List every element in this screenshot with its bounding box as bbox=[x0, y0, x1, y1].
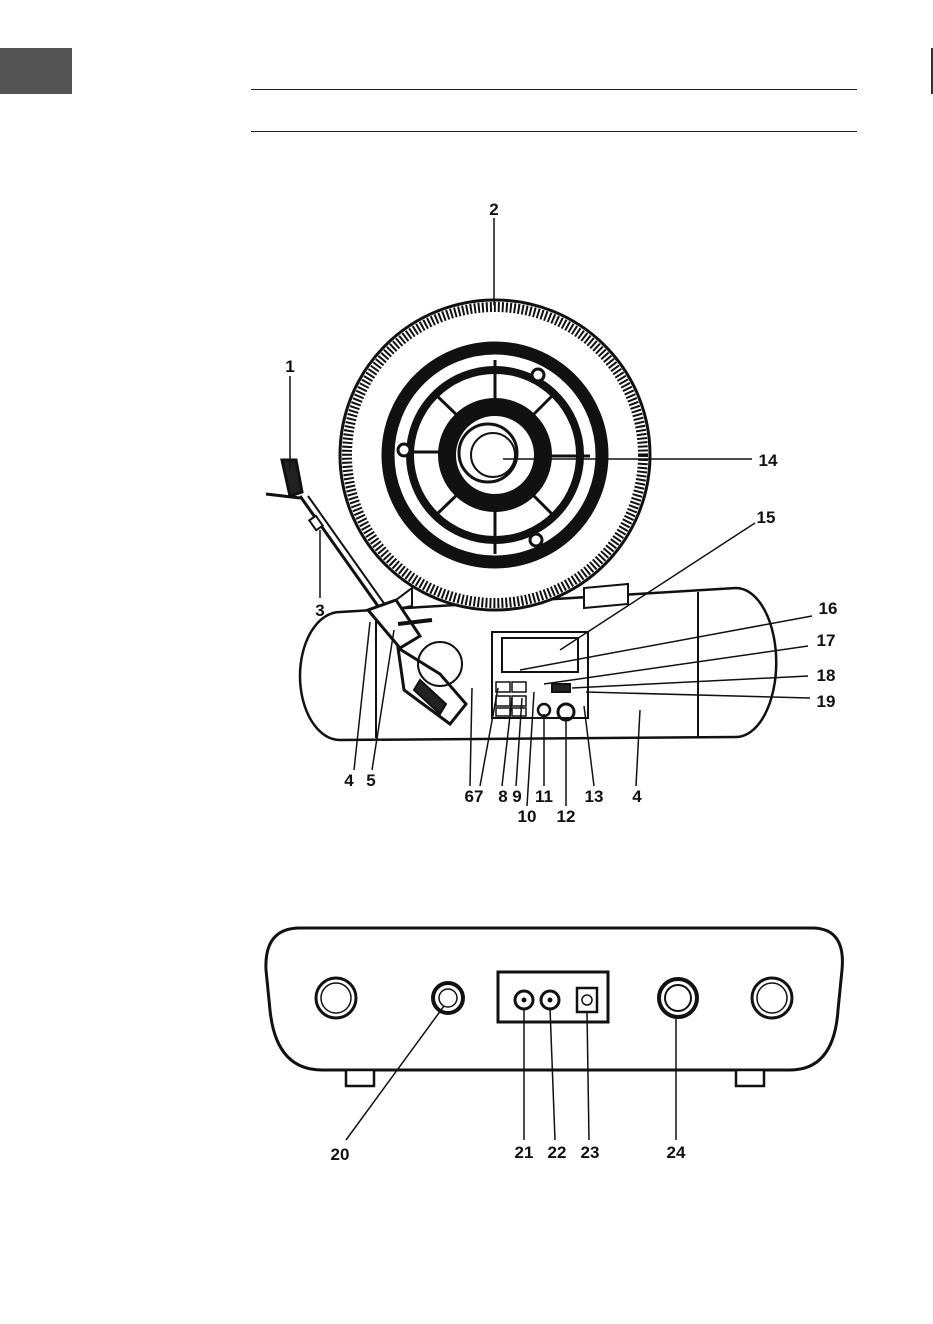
callout-14: 14 bbox=[759, 451, 778, 470]
callout-67: 67 bbox=[465, 787, 484, 806]
callout-19: 19 bbox=[817, 692, 836, 711]
callout-24: 24 bbox=[667, 1143, 686, 1162]
callout-15: 15 bbox=[757, 508, 776, 527]
platter bbox=[340, 300, 650, 610]
callout-13: 13 bbox=[585, 787, 604, 806]
callout-4-left: 4 bbox=[344, 771, 354, 790]
right-foot bbox=[736, 1070, 764, 1086]
callout-8: 8 bbox=[498, 787, 507, 806]
callout-23: 23 bbox=[581, 1143, 600, 1162]
callout-2: 2 bbox=[489, 200, 498, 219]
callout-20: 20 bbox=[331, 1145, 350, 1164]
callout-12: 12 bbox=[557, 807, 576, 826]
callout-17: 17 bbox=[817, 631, 836, 650]
callout-9: 9 bbox=[512, 787, 521, 806]
callout-11: 11 bbox=[535, 787, 553, 806]
callout-22: 22 bbox=[548, 1143, 567, 1162]
callout-4-right: 4 bbox=[632, 787, 642, 806]
callout-21: 21 bbox=[515, 1143, 534, 1162]
callout-18: 18 bbox=[817, 666, 836, 685]
control-panel bbox=[492, 632, 588, 720]
back-view bbox=[266, 928, 843, 1086]
callout-10: 10 bbox=[518, 807, 537, 826]
front-view bbox=[266, 300, 776, 740]
callout-1: 1 bbox=[285, 357, 294, 376]
callout-16: 16 bbox=[819, 599, 838, 618]
callout-3: 3 bbox=[315, 601, 324, 620]
left-foot bbox=[346, 1070, 374, 1086]
callout-5: 5 bbox=[366, 771, 375, 790]
